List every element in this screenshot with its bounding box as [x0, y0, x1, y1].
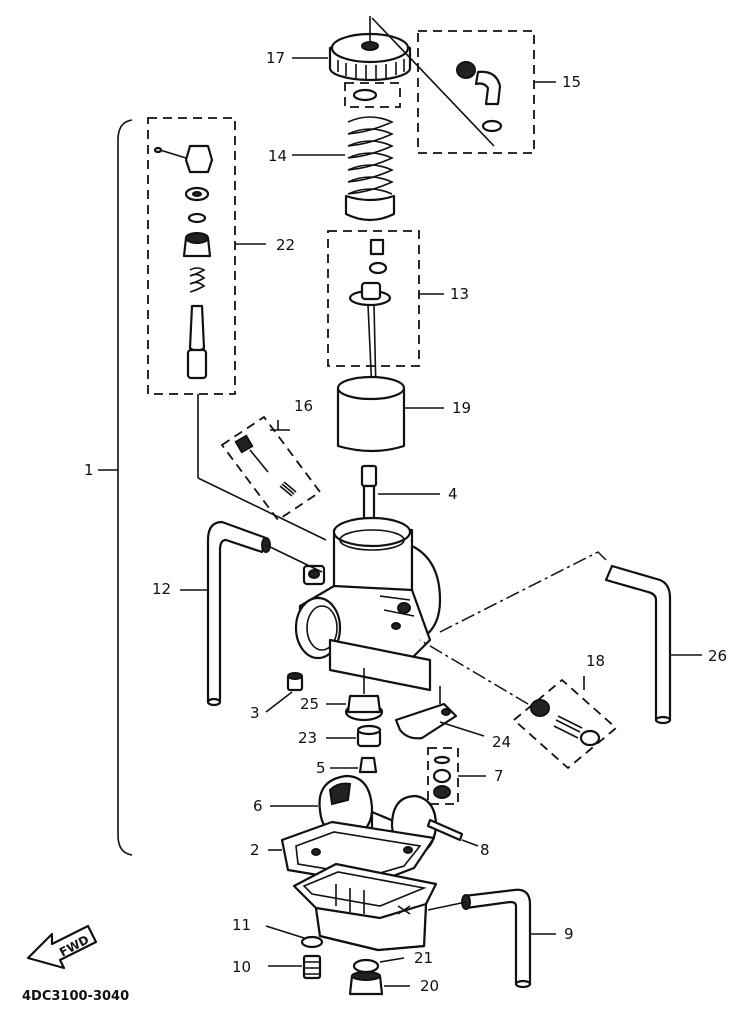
part-21-gasket [352, 958, 380, 974]
callout-4: 4 [448, 485, 458, 503]
part-9-drain-hose [461, 888, 532, 989]
part-4-needle-jet [360, 464, 378, 528]
part-24-float-pin [394, 702, 458, 740]
part-2-float-chamber-gasket [280, 820, 436, 886]
part-16-pilot-air-screw [234, 434, 297, 497]
callout-20: 20 [420, 977, 439, 995]
callout-16: 16 [294, 397, 313, 415]
callout-13: 13 [450, 285, 469, 303]
callout-15: 15 [562, 73, 581, 91]
part-14-throttle-spring [344, 116, 396, 222]
part-3-screw [286, 672, 304, 692]
diagram-code: 4DC3100-3040 [22, 989, 129, 1004]
callout-9: 9 [564, 925, 574, 943]
callout-21: 21 [414, 949, 433, 967]
part-11-washer [300, 935, 324, 949]
callout-14: 14 [268, 147, 287, 165]
callout-7: 7 [494, 767, 504, 785]
carburetor-body [294, 516, 442, 692]
callout-8: 8 [480, 841, 490, 859]
callout-5: 5 [316, 759, 326, 777]
part-7-needle-valve [432, 755, 452, 799]
callout-18: 18 [586, 652, 605, 670]
part-17-top-cap [328, 32, 412, 82]
part-23-collar [356, 724, 382, 748]
part-22-starter-plunger-set [153, 144, 214, 380]
part-13-needle-set [348, 238, 392, 393]
callout-17: 17 [266, 49, 285, 67]
callout-25: 25 [300, 695, 319, 713]
part-19-throttle-valve [336, 375, 406, 453]
callout-6: 6 [253, 797, 263, 815]
callout-2: 2 [250, 841, 260, 859]
callout-3: 3 [250, 704, 260, 722]
callout-labels: 1 2 3 4 5 6 7 8 9 10 11 12 13 14 15 16 1… [84, 49, 727, 995]
callout-11: 11 [232, 916, 251, 934]
part-25-float-valve-seat [344, 694, 384, 722]
callout-1: 1 [84, 461, 94, 479]
part-8-float-pin [426, 818, 464, 842]
callout-12: 12 [152, 580, 171, 598]
part-10-drain-screw [302, 954, 322, 980]
part-18-throttle-stop-screw [530, 699, 601, 747]
callout-22: 22 [276, 236, 295, 254]
part-26-vent-hose-right [604, 564, 672, 725]
part-20-plug [348, 971, 384, 996]
part-5-main-jet [358, 756, 378, 774]
callout-10: 10 [232, 958, 251, 976]
float-chamber-bowl [292, 862, 438, 952]
part-12-vent-hose-left [206, 520, 271, 707]
callout-24: 24 [492, 733, 511, 751]
part-15-elbow-fitting [456, 61, 503, 133]
assembly-bracket [117, 119, 133, 856]
fwd-arrow-icon [26, 924, 98, 970]
callout-23: 23 [298, 729, 317, 747]
callout-26: 26 [708, 647, 727, 665]
callout-19: 19 [452, 399, 471, 417]
